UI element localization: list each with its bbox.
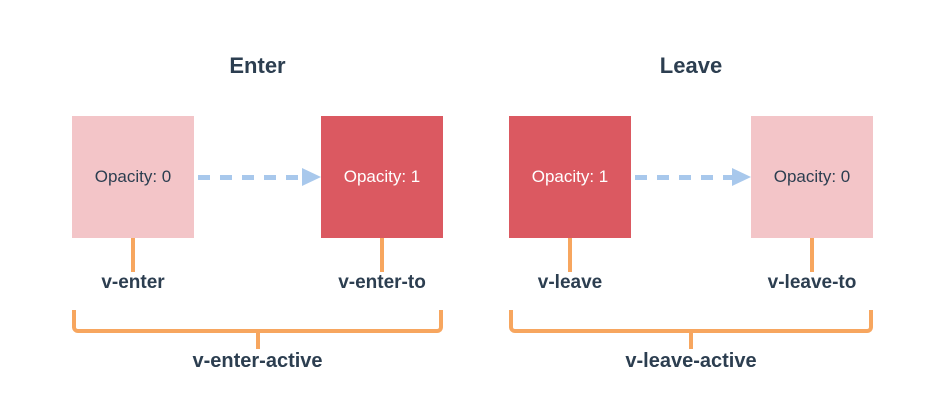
arrowhead-icon <box>302 168 321 186</box>
leave-from-opacity-label: Opacity: 1 <box>531 167 609 186</box>
leave-to-opacity-label: Opacity: 0 <box>773 167 851 186</box>
enter-panel-title: Enter <box>229 53 286 78</box>
leave-transition-arrow <box>631 116 751 238</box>
leave-panel-title: Leave <box>659 53 723 78</box>
enter-to-state-box: Opacity: 1 <box>321 116 443 238</box>
leave-active-class-label: v-leave-active <box>625 350 757 372</box>
enter-active-class-label: v-enter-active <box>192 350 323 372</box>
enter-from-tick-line <box>131 238 135 272</box>
enter-to-class-label: v-enter-to <box>338 272 426 293</box>
leave-to-tick-line <box>810 238 814 272</box>
leave-panel: Leave Opacity: 1 Opacity: 0 v-leave v-le… <box>509 0 873 402</box>
enter-from-opacity-label: Opacity: 0 <box>94 167 172 186</box>
arrowhead-icon <box>732 168 751 186</box>
enter-active-bracket-tick <box>255 333 260 349</box>
dashed-line <box>198 174 302 180</box>
leave-to-class-label: v-leave-to <box>767 272 857 293</box>
leave-to-state-box: Opacity: 0 <box>751 116 873 238</box>
leave-from-tick-line <box>568 238 572 272</box>
leave-active-bracket <box>509 310 873 333</box>
enter-active-bracket <box>72 310 443 333</box>
enter-to-opacity-label: Opacity: 1 <box>343 167 421 186</box>
enter-panel: Enter Opacity: 0 Opacity: 1 v-enter v-en… <box>72 0 443 402</box>
leave-from-class-label: v-leave <box>537 272 603 293</box>
enter-from-class-label: v-enter <box>101 272 165 293</box>
enter-to-tick-line <box>380 238 384 272</box>
enter-transition-arrow <box>194 116 321 238</box>
leave-from-state-box: Opacity: 1 <box>509 116 631 238</box>
enter-from-state-box: Opacity: 0 <box>72 116 194 238</box>
leave-active-bracket-tick <box>689 333 693 349</box>
dashed-line <box>635 174 732 180</box>
